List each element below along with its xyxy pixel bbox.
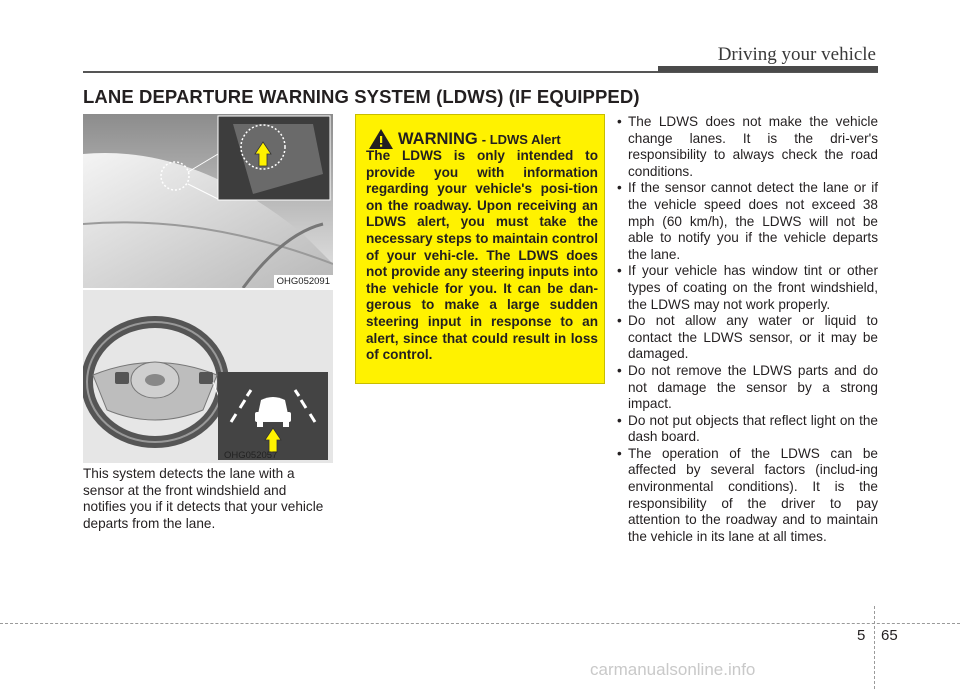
watermark: carmanualsonline.info	[590, 660, 756, 679]
system-description: This system detects the lane with a sens…	[83, 466, 324, 531]
warning-header: WARNING - LDWS Alert	[368, 127, 561, 151]
arrow-up-icon	[264, 427, 282, 453]
car-icon	[255, 397, 291, 427]
page-number: 65	[881, 627, 898, 644]
warning-label: WARNING	[398, 129, 478, 148]
figure-code-bottom: OHG052057	[224, 450, 278, 461]
arrow-up-icon	[254, 141, 272, 167]
sensor-location-circle	[160, 161, 190, 191]
lane-departure-icon	[229, 389, 317, 423]
list-item: The LDWS does not make the vehicle chang…	[611, 114, 878, 180]
list-item: Do not allow any water or liquid to cont…	[611, 313, 878, 363]
section-title: LANE DEPARTURE WARNING SYSTEM (LDWS) (IF…	[83, 86, 640, 107]
list-item: Do not put objects that reflect light on…	[611, 413, 878, 446]
windshield-sensor-figure: OHG052091	[83, 114, 333, 288]
steering-wheel-illustration	[83, 290, 333, 463]
warning-box: WARNING - LDWS Alert The LDWS is only in…	[355, 114, 605, 384]
steering-wheel-figure: OHG052057	[83, 290, 333, 463]
section-number: 5	[857, 627, 866, 644]
ldws-notes-list: The LDWS does not make the vehicle chang…	[611, 114, 878, 545]
list-item: The operation of the LDWS can be affecte…	[611, 446, 878, 546]
list-item: If your vehicle has window tint or other…	[611, 263, 878, 313]
warning-triangle-icon	[369, 129, 393, 149]
list-item: Do not remove the LDWS parts and do not …	[611, 363, 878, 413]
list-item: If the sensor cannot detect the lane or …	[611, 180, 878, 263]
header-tab-bar	[658, 66, 878, 72]
footer-rule	[0, 623, 960, 624]
header-rule	[83, 71, 878, 73]
chapter-title: Driving your vehicle	[717, 44, 876, 65]
page-divider	[874, 606, 875, 689]
figure-code-top: OHG052091	[273, 275, 333, 288]
warning-text: The LDWS is only intended to provide you…	[366, 148, 598, 363]
windshield-illustration	[83, 114, 333, 288]
warning-subtitle: - LDWS Alert	[481, 131, 561, 147]
